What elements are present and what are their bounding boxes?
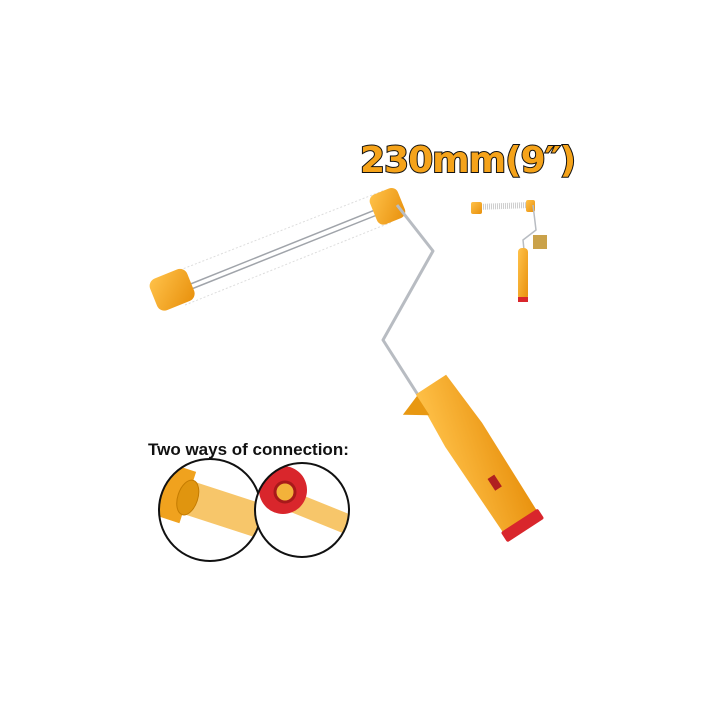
- roller-cage-icon: [149, 187, 406, 311]
- size-label: 230mm(9″): [359, 139, 577, 182]
- frame-wire-icon: [381, 204, 435, 396]
- connection-label: Two ways of connection:: [148, 440, 349, 459]
- connection-detail-cage-icon: [158, 458, 262, 562]
- roller-thumbnail-icon: [471, 200, 547, 302]
- connection-detail-threaded-icon: [254, 462, 350, 558]
- handle-icon: [402, 374, 544, 542]
